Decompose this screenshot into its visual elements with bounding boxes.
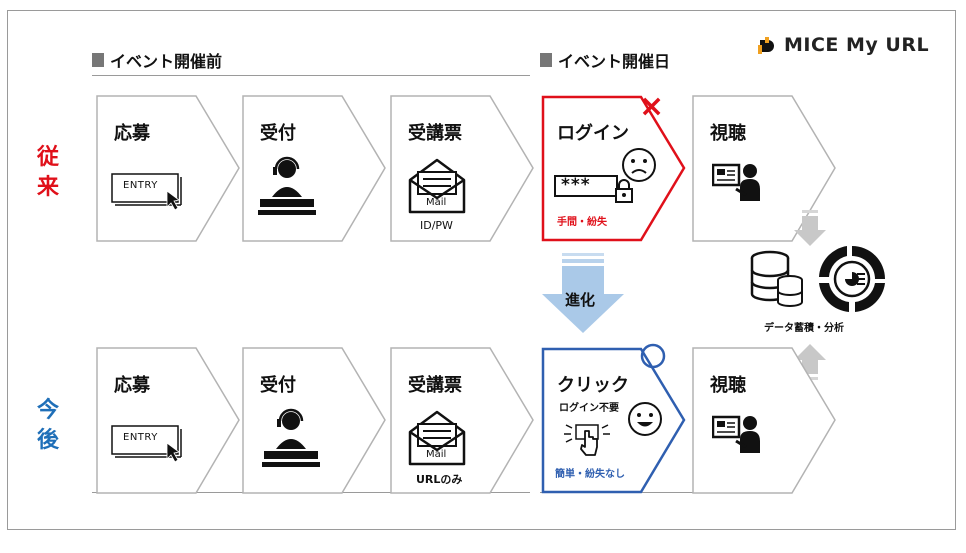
logo-text: MICE My URL	[784, 34, 930, 56]
phase-before-line	[92, 75, 530, 76]
mail-text: Mail	[426, 449, 447, 460]
stage-apply-title: 応募	[114, 123, 150, 144]
evolution-arrow-icon	[542, 253, 624, 333]
tap-click-icon	[564, 424, 610, 456]
logo: MICE My URL	[756, 32, 929, 58]
phase-day-label: イベント開催日	[558, 52, 671, 71]
stage-login: ログイン × *** 手間・紛失	[541, 89, 686, 242]
click-subtitle: ログイン不要	[559, 403, 619, 414]
phase-marker	[92, 53, 104, 67]
stage-ticket-title: 受講票	[408, 375, 462, 396]
viewer-icon	[712, 415, 760, 453]
stage-ticket-future: 受講票 Mail URLのみ	[390, 347, 535, 494]
login-note: 手間・紛失	[557, 217, 607, 228]
stage-apply: 応募 ENTRY	[96, 95, 241, 242]
stage-watch-title: 視聴	[710, 375, 746, 396]
row-label-conventional-text: 従来	[36, 145, 59, 200]
stage-apply-future: 応募 ENTRY	[96, 347, 241, 494]
stage-chevron	[541, 95, 686, 242]
stage-watch-future: 視聴	[692, 347, 837, 494]
entry-button-label: ENTRY	[123, 432, 158, 443]
smile-face-icon	[628, 402, 662, 436]
stage-click: クリック ログイン不要 簡単・紛失なし	[541, 343, 686, 494]
password-text: ***	[561, 175, 591, 195]
stage-reception: 受付	[242, 95, 387, 242]
stage-login-title: ログイン	[557, 123, 629, 144]
phase-before-label: イベント開催前	[110, 52, 223, 71]
diagram-frame	[7, 10, 956, 530]
click-note: 簡単・紛失なし	[555, 469, 625, 480]
stage-ticket-title: 受講票	[408, 123, 462, 144]
stage-chevron	[692, 95, 836, 242]
phase-marker	[540, 53, 552, 67]
stage-watch-title: 視聴	[710, 123, 746, 144]
mail-icon	[408, 158, 466, 214]
stage-chevron	[692, 347, 836, 494]
phase-day: イベント開催日	[540, 50, 671, 71]
mail-text: Mail	[426, 197, 447, 208]
stage-click-title: クリック	[557, 375, 629, 396]
stage-reception-future: 受付	[242, 347, 387, 494]
stage-chevron	[96, 95, 240, 242]
row-label-conventional: 従来	[33, 143, 63, 203]
viewer-icon	[712, 163, 760, 201]
stage-watch-conventional: 視聴	[692, 95, 837, 242]
entry-button-icon: ENTRY	[111, 173, 183, 211]
ticket-caption: URLのみ	[416, 473, 463, 486]
circle-mark-icon	[640, 343, 666, 369]
row-label-now-text: 今後	[36, 398, 59, 453]
database-icon	[750, 250, 803, 307]
data-analysis-label: データ蓄積・分析	[764, 323, 844, 334]
stage-chevron	[541, 347, 686, 494]
stage-apply-title: 応募	[114, 375, 150, 396]
receptionist-icon	[258, 156, 316, 215]
stage-reception-title: 受付	[260, 375, 296, 396]
ticket-caption: ID/PW	[420, 219, 453, 232]
mail-icon	[408, 410, 466, 466]
cross-mark-icon: ×	[639, 89, 665, 124]
sad-face-icon	[622, 148, 656, 182]
receptionist-icon	[262, 408, 320, 467]
stage-reception-title: 受付	[260, 123, 296, 144]
up-down-arrow-top-icon	[794, 210, 826, 246]
stage-ticket: 受講票 Mail ID/PW	[390, 95, 535, 242]
stage-chevron	[96, 347, 240, 494]
entry-button-icon: ENTRY	[111, 425, 183, 463]
evolution-label: 進化	[565, 291, 596, 309]
password-field-icon: ***	[554, 175, 633, 205]
row-label-now: 今後	[33, 396, 63, 456]
phase-before: イベント開催前	[92, 50, 223, 71]
entry-button-label: ENTRY	[123, 180, 158, 191]
logo-icon	[758, 37, 774, 54]
analytics-chart-icon	[819, 246, 885, 312]
